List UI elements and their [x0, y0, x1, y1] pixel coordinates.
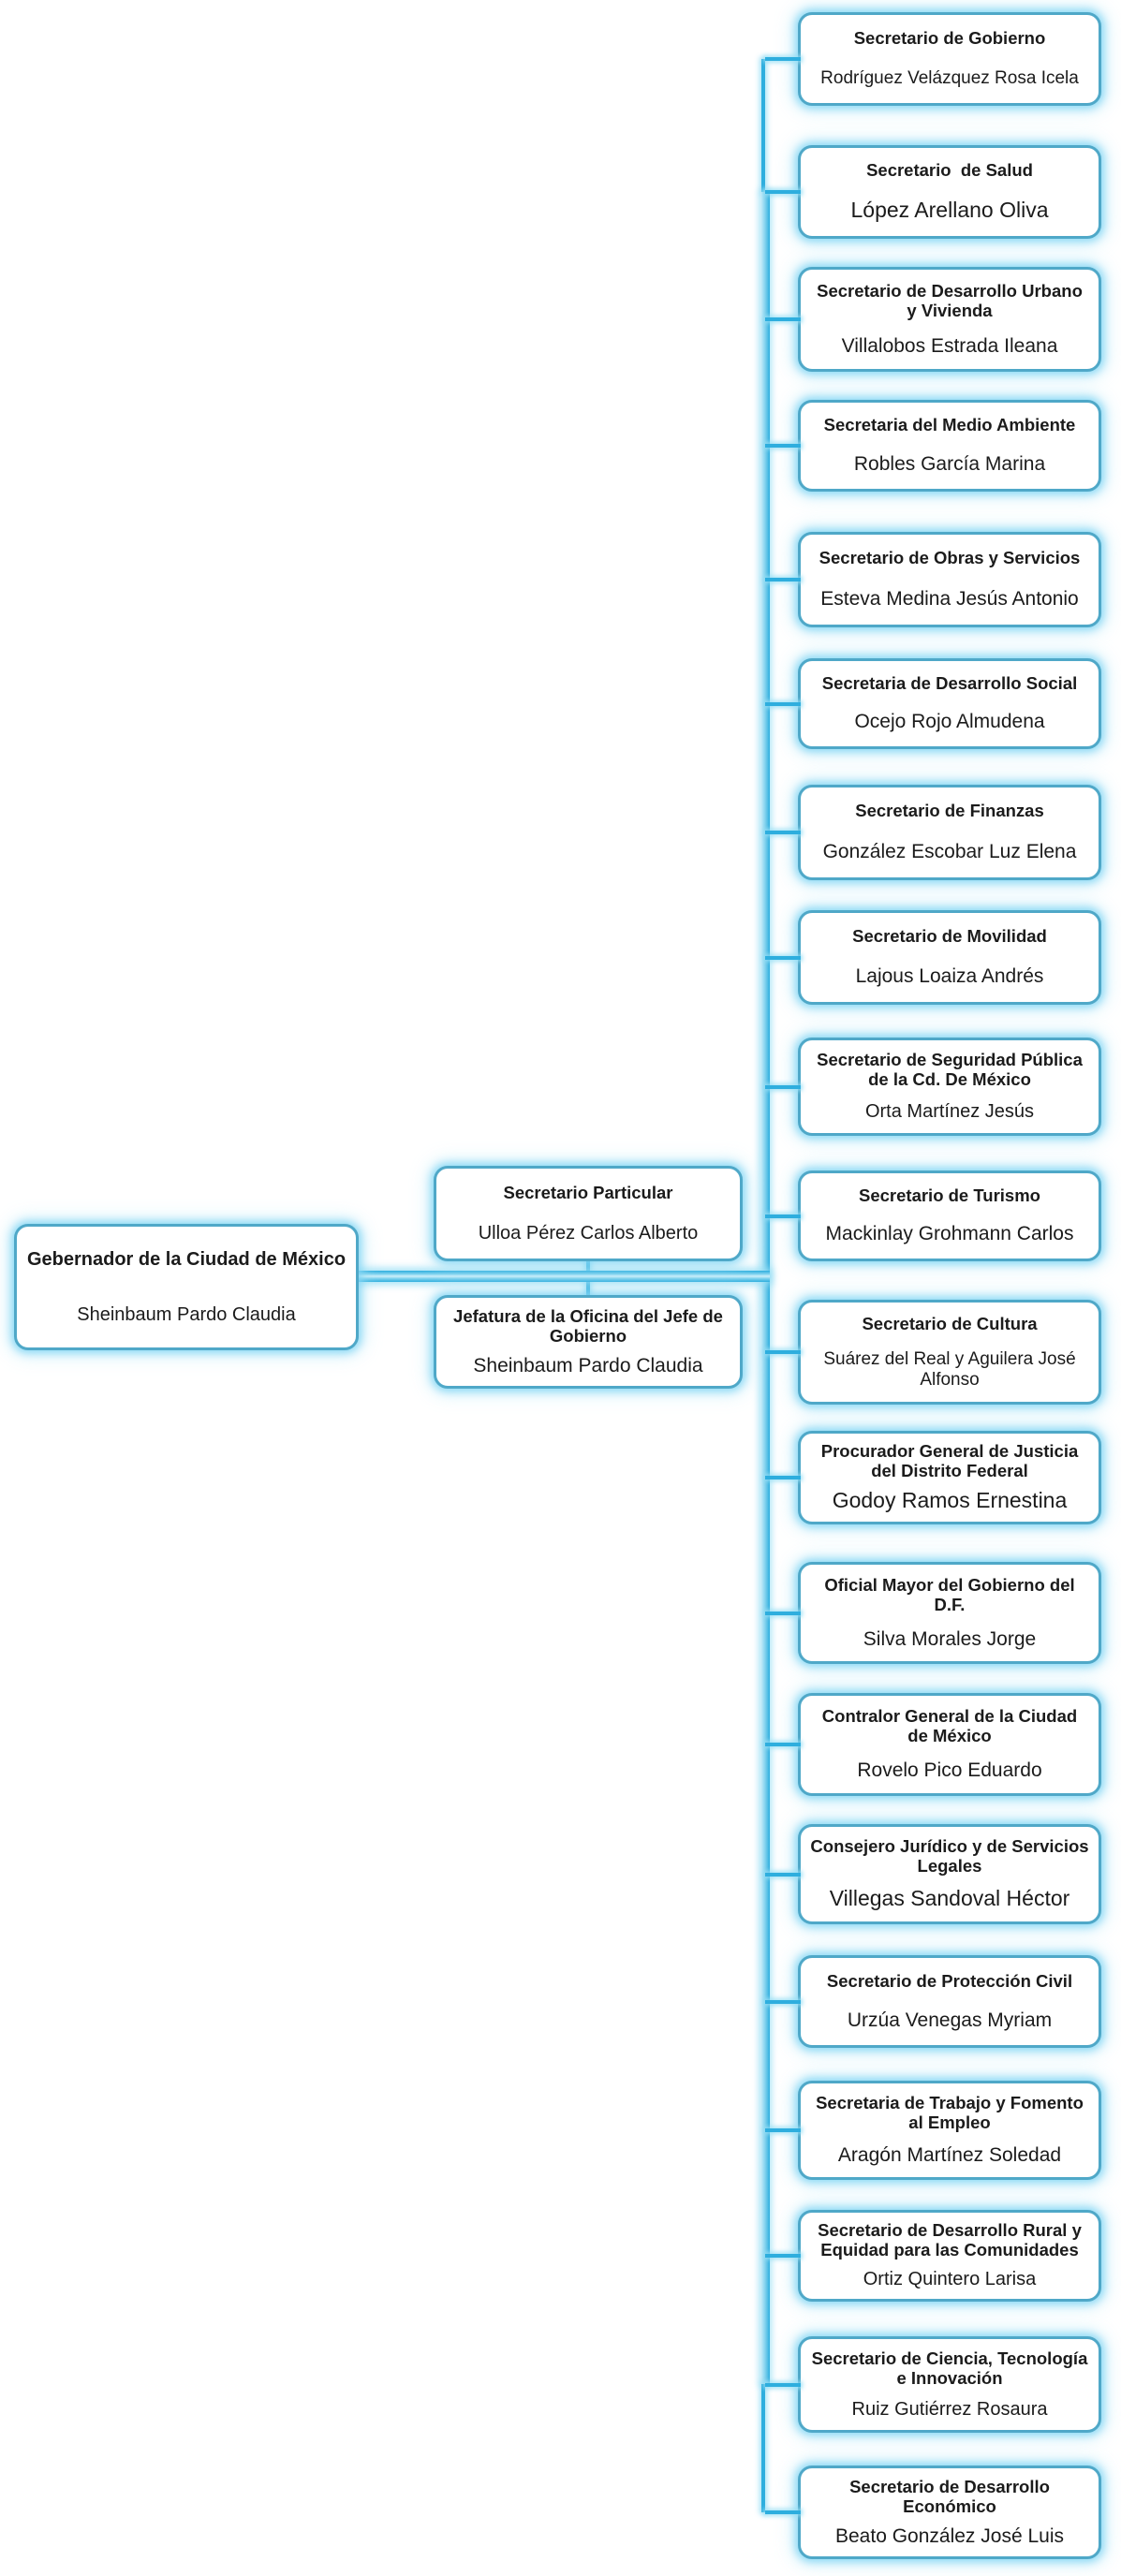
- org-node-turismo: Secretario de Turismo Mackinlay Grohmann…: [765, 1170, 1101, 1261]
- connector-stub: [765, 2128, 801, 2132]
- node-person: López Arellano Oliva: [850, 197, 1049, 222]
- node-title: Secretario de Desarrollo Urbano y Vivien…: [817, 280, 1088, 320]
- node-title: Secretario de Protección Civil: [826, 1970, 1073, 1991]
- node-title: Secretario de Finanzas: [855, 801, 1044, 821]
- connector-stub: [765, 1476, 801, 1479]
- connector-stub: [765, 1611, 801, 1615]
- node-title: Jefatura de la Oficina del Jefe de Gobie…: [453, 1305, 729, 1346]
- connector-stub: [765, 578, 801, 581]
- org-node-secretario-gobierno: Secretario de Gobierno Rodríguez Velázqu…: [765, 12, 1101, 106]
- connector-stub: [765, 831, 801, 834]
- node-person: González Escobar Luz Elena: [822, 841, 1077, 863]
- org-node-movilidad: Secretario de Movilidad Lajous Loaiza An…: [765, 910, 1101, 1005]
- node-title: Secretario de Turismo: [859, 1185, 1040, 1206]
- org-node-desarrollo-social: Secretaria de Desarrollo Social Ocejo Ro…: [765, 658, 1101, 749]
- connector-stub: [765, 2254, 801, 2258]
- node-person: Lajous Loaiza Andrés: [855, 965, 1044, 988]
- node-person: Godoy Ramos Ernestina: [832, 1488, 1068, 1513]
- connector-stub: [765, 1743, 801, 1746]
- connector-stub: [765, 57, 801, 61]
- connector-stub: [765, 1999, 801, 2004]
- connector-stub: [765, 2382, 801, 2387]
- connector-stub: [765, 701, 801, 706]
- org-node-secretario-salud: Secretario de Salud López Arellano Oliva: [765, 145, 1101, 239]
- connector-stub: [765, 444, 801, 448]
- org-node-consejero-juridico: Consejero Jurídico y de Servicios Legale…: [765, 1824, 1101, 1924]
- org-node-cultura: Secretario de Cultura Suárez del Real y …: [765, 1300, 1101, 1405]
- node-person: Beato González José Luis: [835, 2524, 1064, 2547]
- node-title: Procurador General de Justicia del Distr…: [820, 1441, 1084, 1480]
- org-node-seguridad-publica: Secretario de Seguridad Pública de la Cd…: [765, 1038, 1101, 1136]
- node-person: Ortiz Quintero Larisa: [863, 2269, 1037, 2290]
- node-person: Suárez del Real y Aguilera José Alfonso: [823, 1349, 1076, 1390]
- org-node-medio-ambiente: Secretaria del Medio Ambiente Robles Gar…: [765, 400, 1101, 492]
- node-title: Oficial Mayor del Gobierno del D.F.: [824, 1574, 1080, 1614]
- node-person: Orta Martínez Jesús: [864, 1101, 1035, 1123]
- org-node-proteccion-civil: Secretario de Protección Civil Urzúa Ven…: [765, 1955, 1101, 2048]
- org-node-ciencia-tecnologia: Secretario de Ciencia, Tecnología e Inno…: [765, 2336, 1101, 2433]
- org-node-finanzas: Secretario de Finanzas González Escobar …: [765, 785, 1101, 880]
- node-title: Secretario de Desarrollo Rural y Equidad…: [818, 2220, 1086, 2260]
- node-title: Contralor General de la Ciudad de México: [821, 1706, 1083, 1746]
- node-title: Secretario de Gobierno: [853, 28, 1046, 49]
- org-node-obras-servicios: Secretario de Obras y Servicios Esteva M…: [765, 532, 1101, 627]
- node-title: Secretario de Ciencia, Tecnología e Inno…: [811, 2348, 1093, 2388]
- org-node-trabajo-empleo: Secretaria de Trabajo y Fomento al Emple…: [765, 2081, 1101, 2180]
- node-person: Robles García Marina: [853, 453, 1046, 476]
- node-title: Secretario de Movilidad: [852, 926, 1047, 947]
- connector-stub: [765, 955, 801, 960]
- node-title: Secretario Particular: [503, 1182, 673, 1202]
- org-node-secretario-particular: Secretario Particular Ulloa Pérez Carlos…: [434, 1166, 743, 1261]
- node-person: Urzúa Venegas Myriam: [847, 2009, 1053, 2031]
- node-title: Secretario de Obras y Servicios: [819, 548, 1081, 568]
- node-title: Secretario de Salud: [866, 160, 1033, 181]
- connector-stub: [765, 317, 801, 321]
- node-person: Silva Morales Jorge: [863, 1627, 1037, 1650]
- org-node-desarrollo-economico: Secretario de Desarrollo Económico Beato…: [765, 2466, 1101, 2559]
- connector-stub: [765, 190, 801, 194]
- node-title: Secretario de Seguridad Pública de la Cd…: [817, 1050, 1088, 1090]
- node-person: Sheinbaum Pardo Claudia: [77, 1304, 296, 1326]
- org-node-desarrollo-rural: Secretario de Desarrollo Rural y Equidad…: [765, 2210, 1101, 2302]
- node-person: Ocejo Rojo Almudena: [854, 711, 1045, 733]
- node-title: Secretario de Cultura: [862, 1314, 1038, 1334]
- connector-stub: [765, 1872, 801, 1877]
- node-person: Ulloa Pérez Carlos Alberto: [478, 1222, 699, 1244]
- connector-stub: [765, 2510, 801, 2514]
- node-person: Villegas Sandoval Héctor: [829, 1886, 1070, 1911]
- connector-stub: [765, 1084, 801, 1089]
- node-person: Rovelo Pico Eduardo: [857, 1759, 1042, 1782]
- connector-trunk-bottom: [761, 2384, 765, 2512]
- node-title: Consejero Jurídico y de Servicios Legale…: [810, 1835, 1094, 1876]
- node-person: Ruiz Gutiérrez Rosaura: [851, 2398, 1048, 2420]
- org-node-contralor: Contralor General de la Ciudad de México…: [765, 1693, 1101, 1796]
- connector-stub: [765, 1214, 801, 1218]
- org-node-gobernador: Gebernador de la Ciudad de México Sheinb…: [14, 1224, 359, 1350]
- org-node-jefatura-oficina: Jefatura de la Oficina del Jefe de Gobie…: [434, 1295, 743, 1389]
- connector-trunk-top: [761, 59, 765, 192]
- node-person: Esteva Medina Jesús Antonio: [820, 588, 1079, 611]
- node-person: Sheinbaum Pardo Claudia: [473, 1354, 703, 1376]
- connector-stub: [765, 1350, 801, 1354]
- node-title: Secretario de Desarrollo Económico: [849, 2476, 1055, 2516]
- node-title: Secretaria del Medio Ambiente: [823, 415, 1076, 435]
- node-title: Gebernador de la Ciudad de México: [26, 1248, 347, 1270]
- node-person: Aragón Martínez Soledad: [837, 2144, 1062, 2167]
- connector-root-to-trunk: [357, 1271, 770, 1282]
- org-node-desarrollo-urbano: Secretario de Desarrollo Urbano y Vivien…: [765, 267, 1101, 372]
- org-node-procurador-justicia: Procurador General de Justicia del Distr…: [765, 1431, 1101, 1524]
- node-person: Villalobos Estrada Ileana: [841, 334, 1058, 357]
- org-node-oficial-mayor: Oficial Mayor del Gobierno del D.F. Silv…: [765, 1562, 1101, 1664]
- node-person: Mackinlay Grohmann Carlos: [825, 1223, 1074, 1245]
- node-title: Secretaria de Desarrollo Social: [821, 673, 1078, 694]
- node-person: Rodríguez Velázquez Rosa Icela: [820, 68, 1079, 89]
- node-title: Secretaria de Trabajo y Fomento al Emple…: [816, 2093, 1089, 2133]
- connector-trunk: [760, 192, 770, 2384]
